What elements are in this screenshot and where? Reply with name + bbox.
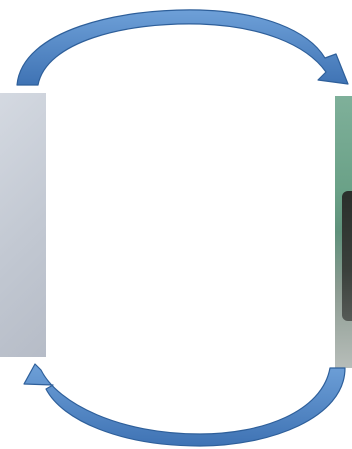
bottom-curved-arrow bbox=[24, 364, 345, 446]
top-curved-arrow bbox=[17, 10, 348, 85]
right-photo-panel bbox=[335, 96, 352, 368]
left-photo-panel bbox=[0, 93, 46, 357]
person-silhouette bbox=[342, 191, 352, 321]
